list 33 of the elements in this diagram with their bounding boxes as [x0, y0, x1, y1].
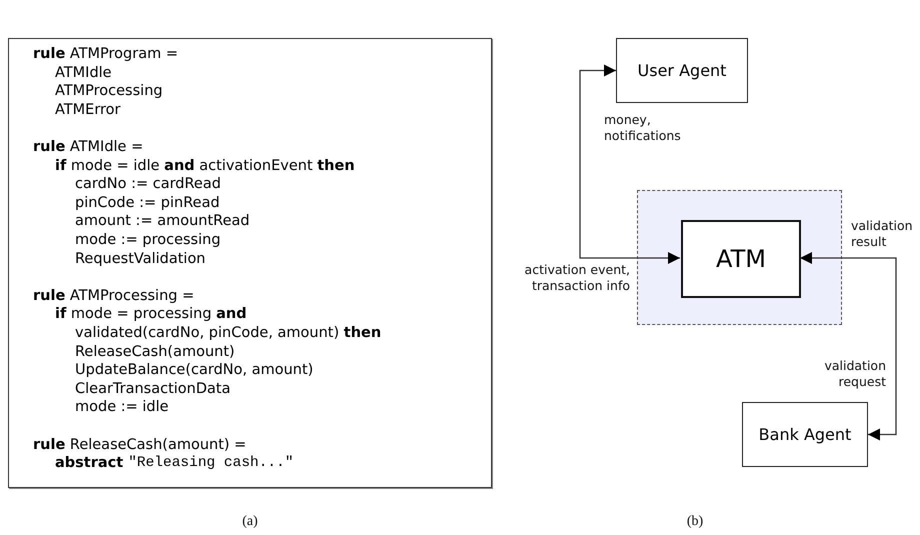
code-line: rule ATMProcessing =	[33, 286, 194, 305]
figure-caption: (b)	[686, 514, 704, 530]
dashed-region	[637, 190, 842, 325]
agent-box	[681, 220, 801, 298]
connector-arrow	[579, 64, 680, 264]
code-line: ATMError	[55, 100, 121, 119]
agent-box	[616, 38, 748, 103]
code-line: pinCode := pinRead	[75, 194, 220, 212]
agent-box	[742, 402, 868, 467]
code-line: mode := idle	[75, 398, 169, 416]
code-line: amount := amountRead	[75, 212, 250, 230]
code-line: validated(cardNo, pinCode, amount) then	[75, 324, 382, 342]
figure-caption: (a)	[241, 514, 259, 530]
atm-label: ATM	[716, 245, 766, 273]
code-line: rule ReleaseCash(amount) =	[33, 436, 246, 454]
code-line: RequestValidation	[75, 250, 206, 268]
agent-label: User Agent	[638, 61, 726, 80]
code-line: if mode = idle and activationEvent then	[55, 156, 355, 175]
connector-arrow	[800, 252, 897, 440]
code-panel	[8, 38, 492, 488]
code-line: ATMProcessing	[55, 82, 163, 100]
code-line: mode := processing	[75, 231, 221, 249]
code-line: rule ATMIdle =	[33, 138, 144, 156]
code-line: if mode = processing and	[55, 305, 247, 324]
code-line: ATMIdle	[55, 64, 112, 82]
code-line: rule ATMProgram =	[33, 45, 178, 63]
code-line: ReleaseCash(amount)	[75, 342, 235, 361]
code-line: abstract	[55, 454, 124, 472]
string-literal: "Releasing cash..."	[128, 454, 294, 472]
code-line: UpdateBalance(cardNo, amount)	[75, 361, 314, 380]
agent-label: Bank Agent	[758, 425, 852, 444]
code-line: cardNo := cardRead	[75, 175, 221, 194]
code-line: ClearTransactionData	[75, 380, 230, 398]
